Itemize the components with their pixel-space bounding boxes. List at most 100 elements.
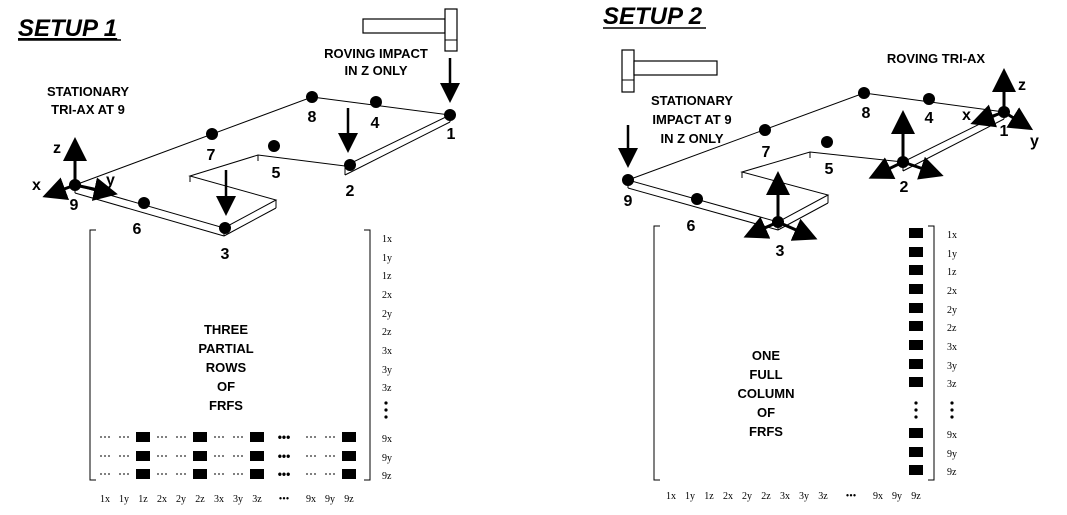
measurement-points xyxy=(69,91,456,234)
point-8 xyxy=(306,91,318,103)
frf-measured-cell xyxy=(342,451,356,461)
frf-measured-cell xyxy=(909,428,923,438)
row-ellipsis: ••• xyxy=(278,449,291,463)
svg-text:2: 2 xyxy=(900,179,909,196)
svg-text:1: 1 xyxy=(447,126,456,143)
svg-text:3y: 3y xyxy=(382,365,392,376)
setup2-title: SETUP 2 xyxy=(603,3,703,30)
svg-text:•••: ••• xyxy=(279,494,290,505)
svg-text:3x: 3x xyxy=(382,346,392,357)
frf-matrix: THREE PARTIAL ROWS OF FRFS 1x 1y 1z 2x 2… xyxy=(89,229,392,505)
column-ellipsis-dot xyxy=(914,408,918,412)
svg-text:3y: 3y xyxy=(947,361,957,372)
svg-text:9x: 9x xyxy=(873,491,883,502)
svg-text:x: x xyxy=(962,107,971,124)
svg-text:9z: 9z xyxy=(382,471,392,482)
column-labels: 1x 1y 1z 2x 2y 2z 3x 3y 3z ••• 9x 9y 9z xyxy=(100,494,354,505)
point-8 xyxy=(858,87,870,99)
svg-text:1y: 1y xyxy=(947,249,957,260)
svg-text:1x: 1x xyxy=(666,491,676,502)
triax-sensor-icon-2 xyxy=(868,110,944,180)
matrix-cells: ••••••••• xyxy=(100,430,356,481)
svg-text:1y: 1y xyxy=(119,494,129,505)
svg-text:PARTIAL: PARTIAL xyxy=(198,341,253,356)
svg-text:2x: 2x xyxy=(947,286,957,297)
svg-text:7: 7 xyxy=(207,147,216,164)
roving-triax-label: ROVING TRI-AX xyxy=(887,51,986,66)
frf-measured-cell xyxy=(193,469,207,479)
svg-text:2y: 2y xyxy=(947,305,957,316)
svg-text:FRFS: FRFS xyxy=(209,398,243,413)
frf-measured-cell xyxy=(136,432,150,442)
svg-text:1x: 1x xyxy=(100,494,110,505)
frf-measured-cell xyxy=(909,340,923,350)
svg-text:3: 3 xyxy=(221,246,230,263)
svg-text:3y: 3y xyxy=(233,494,243,505)
svg-text:OF: OF xyxy=(217,379,235,394)
svg-text:ROVING TRI-AX: ROVING TRI-AX xyxy=(887,51,986,66)
frf-measured-cell xyxy=(136,469,150,479)
column-ellipsis-dot xyxy=(914,415,918,419)
svg-text:1z: 1z xyxy=(382,271,392,282)
frf-measured-cell xyxy=(909,465,923,475)
point-numbers: 1 2 3 4 5 6 7 8 9 xyxy=(624,105,1009,260)
svg-text:FRFS: FRFS xyxy=(749,424,783,439)
frf-measured-cell xyxy=(909,228,923,238)
row-ellipsis: ••• xyxy=(278,430,291,444)
point-4 xyxy=(923,93,935,105)
row-labels: 1x 1y 1z 2x 2y 2z 3x 3y 3z 9x 9y 9z xyxy=(382,234,392,482)
frf-measured-cell xyxy=(250,432,264,442)
svg-text:y: y xyxy=(106,172,115,189)
point-5 xyxy=(821,136,833,148)
svg-text:z: z xyxy=(1018,77,1026,94)
setup1-title: SETUP 1 xyxy=(18,15,117,42)
svg-text:3z: 3z xyxy=(947,379,957,390)
svg-text:1x: 1x xyxy=(947,230,957,241)
svg-text:2z: 2z xyxy=(761,491,771,502)
svg-text:9z: 9z xyxy=(947,467,957,478)
svg-text:9y: 9y xyxy=(892,491,902,502)
frf-measured-cell xyxy=(909,303,923,313)
frf-matrix: ONE FULL COLUMN OF FRFS 1x 1y 1z 2x 2y 2… xyxy=(653,225,957,502)
svg-text:TRI-AX AT 9: TRI-AX AT 9 xyxy=(51,102,125,117)
svg-text:FULL: FULL xyxy=(749,367,782,382)
svg-text:2y: 2y xyxy=(176,494,186,505)
hammer-icon xyxy=(362,8,458,52)
svg-text:8: 8 xyxy=(308,109,317,126)
svg-text:2z: 2z xyxy=(195,494,205,505)
svg-text:•••: ••• xyxy=(846,491,857,502)
svg-text:2z: 2z xyxy=(947,323,957,334)
svg-text:z: z xyxy=(53,140,61,157)
svg-text:1z: 1z xyxy=(704,491,714,502)
svg-text:3x: 3x xyxy=(780,491,790,502)
svg-text:4: 4 xyxy=(371,115,380,132)
svg-text:STATIONARY: STATIONARY xyxy=(651,93,733,108)
svg-text:1y: 1y xyxy=(685,491,695,502)
svg-text:8: 8 xyxy=(862,105,871,122)
svg-text:5: 5 xyxy=(272,165,281,182)
frf-measured-cell xyxy=(909,447,923,457)
svg-text:OF: OF xyxy=(757,405,775,420)
measurement-points xyxy=(622,87,1010,228)
svg-text:3z: 3z xyxy=(252,494,262,505)
frf-measured-cell xyxy=(193,432,207,442)
matrix-caption: ONE FULL COLUMN OF FRFS xyxy=(737,348,794,439)
frf-measured-cell xyxy=(250,469,264,479)
svg-text:THREE: THREE xyxy=(204,322,248,337)
svg-text:2x: 2x xyxy=(157,494,167,505)
svg-text:9y: 9y xyxy=(947,449,957,460)
svg-text:9x: 9x xyxy=(382,434,392,445)
roving-impact-label: ROVING IMPACT IN Z ONLY xyxy=(324,46,428,78)
frf-measured-cell xyxy=(909,247,923,257)
row-labels: 1x 1y 1z 2x 2y 2z 3x 3y 3z 9x 9y 9z xyxy=(947,230,957,478)
frf-measured-cell xyxy=(909,377,923,387)
svg-text:STATIONARY: STATIONARY xyxy=(47,84,129,99)
point-7 xyxy=(206,128,218,140)
hammer-icon xyxy=(621,49,718,93)
setup2-panel: SETUP 2 ROVING TRI-AX STATIONARY IMPACT … xyxy=(603,3,1039,502)
svg-text:3z: 3z xyxy=(382,383,392,394)
svg-text:9: 9 xyxy=(70,197,79,214)
svg-text:ONE: ONE xyxy=(752,348,781,363)
svg-text:3: 3 xyxy=(776,243,785,260)
triax-sensor-icon-3 xyxy=(743,171,818,241)
